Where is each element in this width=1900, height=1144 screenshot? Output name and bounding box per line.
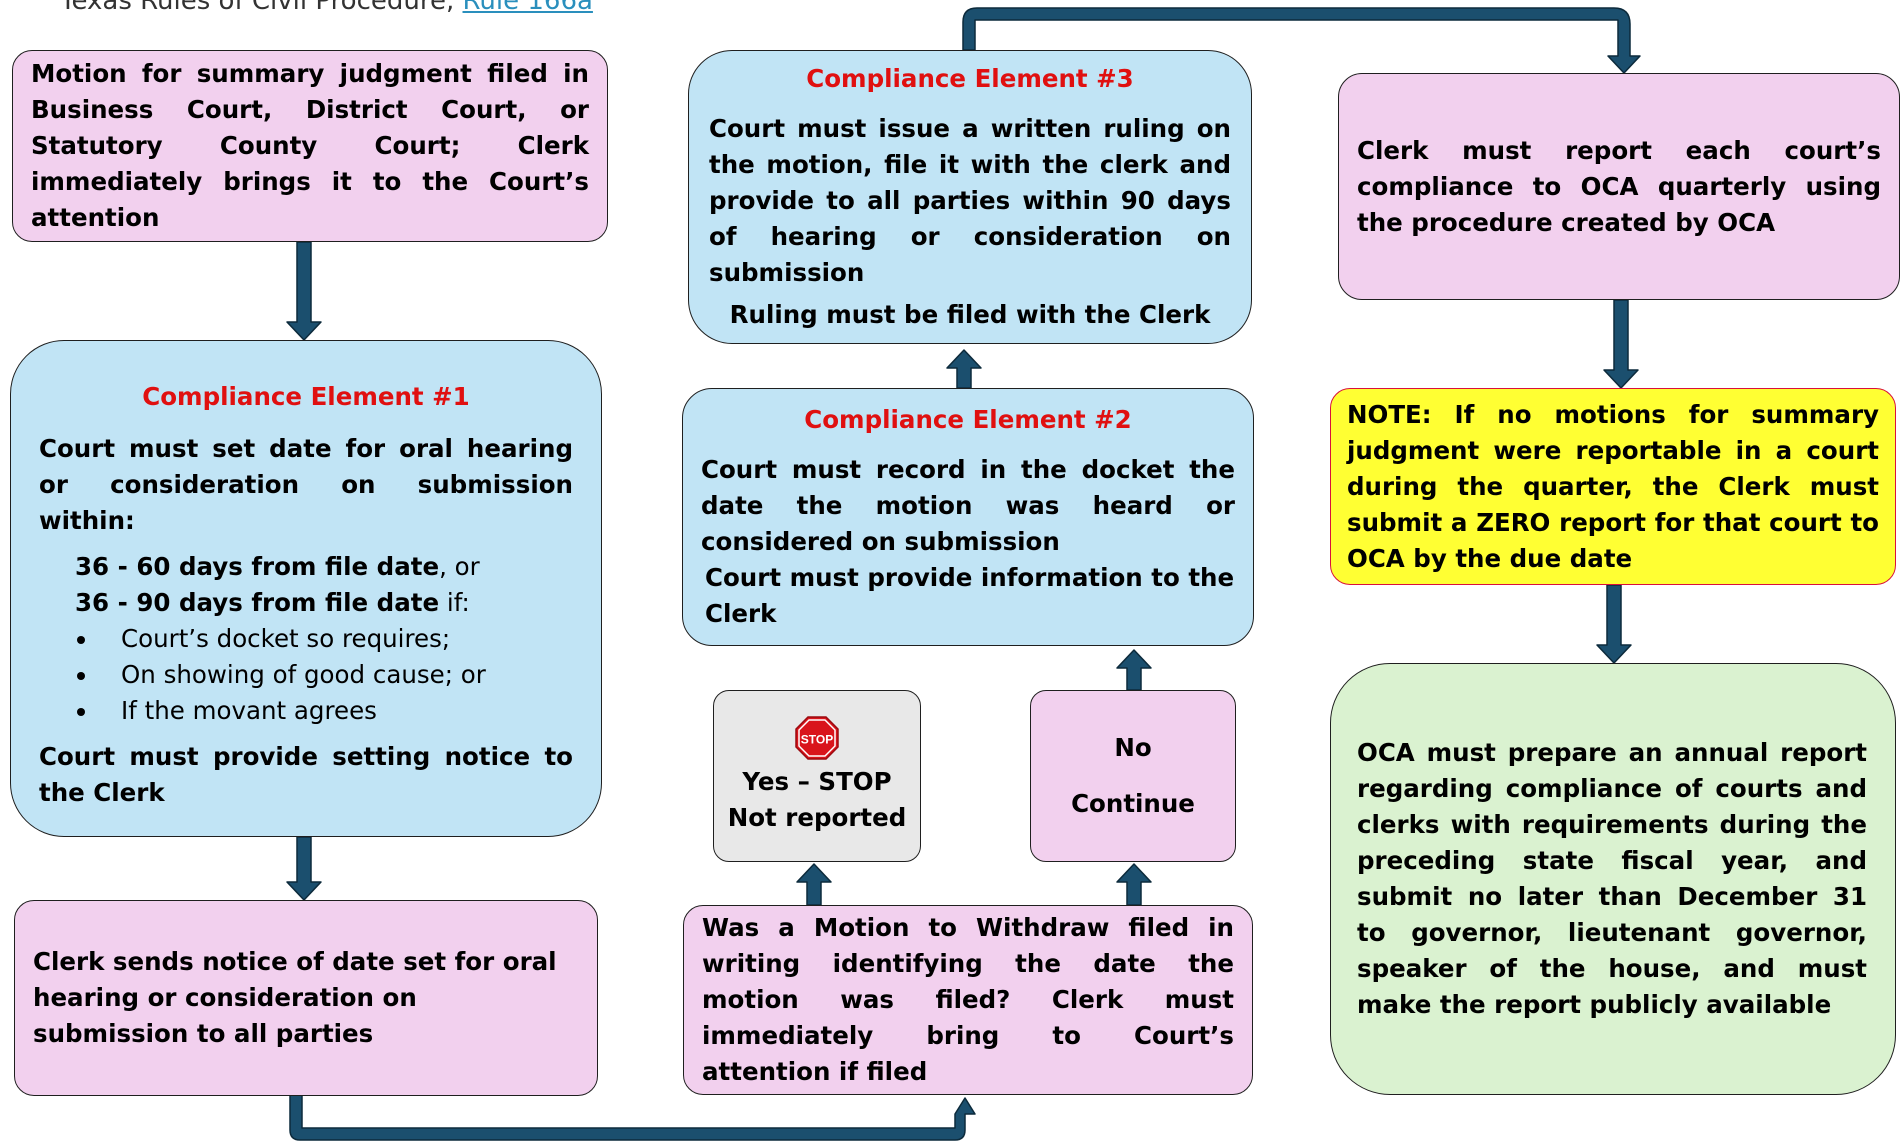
clerk-report-text: Clerk must report each court’s complianc… (1357, 135, 1881, 237)
ce1-condition-item: Court’s docket so requires; (99, 621, 573, 657)
compliance-element-3-box: Compliance Element #3 Court must issue a… (688, 50, 1252, 344)
no-continue-box: No Continue (1030, 690, 1236, 862)
ce3-body: Court must issue a written ruling on the… (709, 114, 1231, 287)
source-citation: Texas Rules of Civil Procedure, Rule 166… (60, 0, 593, 16)
withdraw-question-text: Was a Motion to Withdraw filed in writin… (702, 913, 1234, 1086)
ce1-range-60-bold: 36 - 60 days from file date (75, 552, 440, 581)
arrow-down-1 (286, 241, 322, 341)
zero-report-note-text: NOTE: If no motions for summary judgment… (1347, 399, 1879, 573)
motion-filed-text: Motion for summary judgment filed in Bus… (31, 59, 589, 232)
arrow-top (962, 7, 1641, 74)
arrow-up-ce3 (946, 349, 982, 389)
ce1-range-90: 36 - 90 days from file date if: (39, 585, 573, 621)
ce2-title: Compliance Element #2 (804, 405, 1132, 434)
compliance-element-1-box: Compliance Element #1 Court must set dat… (10, 340, 602, 837)
arrow-down-2 (286, 836, 322, 901)
arrow-up-yes (796, 863, 832, 906)
arrow-up-no (1116, 863, 1152, 906)
ce1-range-60-rest: , or (439, 552, 480, 581)
withdraw-question-box: Was a Motion to Withdraw filed in writin… (683, 905, 1253, 1095)
ce1-range-90-rest: if: (439, 588, 470, 617)
arrow-down-note (1603, 299, 1639, 389)
rule-link[interactable]: Rule 166a (462, 0, 593, 16)
ce3-footer: Ruling must be filed with the Clerk (729, 300, 1211, 329)
ce1-conditions-list: Court’s docket so requires; On showing o… (39, 621, 573, 729)
ce1-intro: Court must set date for oral hearing or … (39, 434, 573, 535)
clerk-notice-text: Clerk sends notice of date set for oral … (33, 947, 557, 1048)
yes-stop-line1: Yes – STOP (742, 767, 892, 796)
ce1-title: Compliance Element #1 (142, 382, 470, 411)
motion-filed-box: Motion for summary judgment filed in Bus… (12, 50, 608, 242)
ce1-condition-item: If the movant agrees (99, 693, 573, 729)
ce3-title: Compliance Element #3 (806, 64, 1134, 93)
zero-report-note-box: NOTE: If no motions for summary judgment… (1330, 388, 1896, 585)
citation-text: Texas Rules of Civil Procedure, (60, 0, 463, 16)
compliance-element-2-box: Compliance Element #2 Court must record … (682, 388, 1254, 646)
stop-icon-text: STOP (801, 733, 833, 747)
arrow-up-ce2 (1116, 649, 1152, 691)
stop-sign-icon: STOP (720, 716, 914, 760)
yes-stop-line2: Not reported (727, 803, 907, 832)
ce2-footer: Court must provide information to the Cl… (705, 563, 1235, 628)
no-continue-line2: Continue (1071, 789, 1195, 818)
yes-stop-box: STOP Yes – STOP Not reported (713, 690, 921, 862)
ce2-body: Court must record in the docket the date… (701, 455, 1235, 556)
arrow-u-bottom (289, 1094, 976, 1141)
no-continue-line1: No (1114, 733, 1152, 762)
arrow-down-oca (1596, 584, 1632, 664)
oca-annual-report-text: OCA must prepare an annual report regard… (1357, 738, 1867, 1019)
ce1-range-90-bold: 36 - 90 days from file date (75, 588, 440, 617)
ce1-condition-item: On showing of good cause; or (99, 657, 573, 693)
clerk-notice-box: Clerk sends notice of date set for oral … (14, 900, 598, 1096)
oca-annual-report-box: OCA must prepare an annual report regard… (1330, 663, 1896, 1095)
clerk-report-box: Clerk must report each court’s complianc… (1338, 73, 1900, 300)
ce1-footer: Court must provide setting notice to the… (39, 742, 573, 807)
ce1-range-60: 36 - 60 days from file date, or (39, 549, 573, 585)
